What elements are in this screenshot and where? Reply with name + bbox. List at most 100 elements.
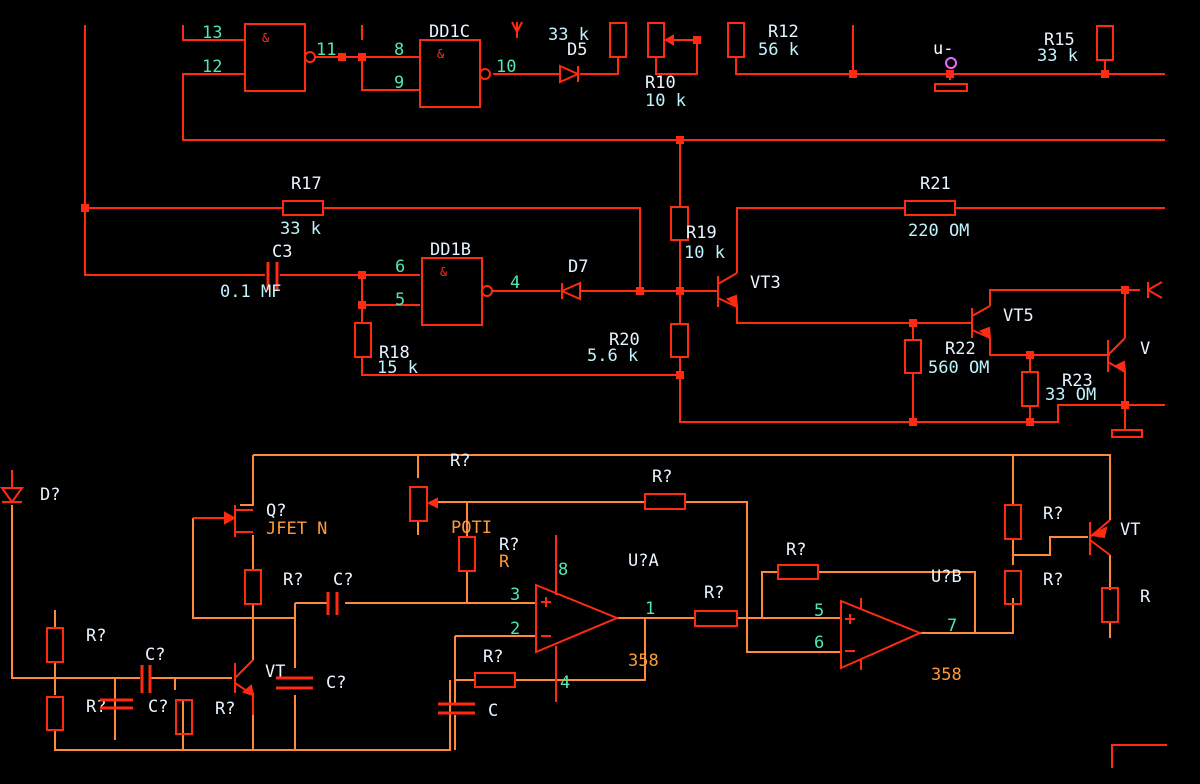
capacitor-vt[interactable] bbox=[276, 676, 313, 690]
resistor-r15[interactable] bbox=[1096, 25, 1114, 61]
q-ref: Q? bbox=[266, 501, 286, 521]
potentiometer-poti[interactable] bbox=[409, 486, 438, 522]
v-ref: V bbox=[1140, 339, 1150, 359]
poti-ref: R? bbox=[450, 451, 470, 471]
pin-6: 6 bbox=[395, 257, 405, 277]
diode-d5[interactable] bbox=[559, 64, 581, 84]
nand-gate-dd1b[interactable]: & bbox=[421, 257, 493, 326]
capacitor-neg-feedback[interactable] bbox=[438, 702, 475, 715]
r18-ref: R18 bbox=[379, 343, 410, 363]
transistor-vt5[interactable] bbox=[971, 305, 992, 341]
resistor-divider-top[interactable] bbox=[1004, 504, 1022, 540]
transistor-v-partial[interactable] bbox=[1107, 337, 1143, 438]
resistor-left-bottom[interactable] bbox=[46, 696, 64, 731]
resistor-neg-feedback[interactable] bbox=[474, 672, 516, 688]
r-feedback-ref: R? bbox=[652, 467, 672, 487]
transistor-vt-out[interactable] bbox=[1088, 519, 1111, 556]
pin-5: 5 bbox=[395, 290, 405, 310]
r12-value: 56 k bbox=[758, 40, 799, 60]
resistor-base[interactable] bbox=[175, 699, 193, 735]
r22-ref: R22 bbox=[945, 339, 976, 359]
pin-7-ub: 7 bbox=[947, 616, 957, 636]
resistor-r20[interactable] bbox=[670, 323, 689, 358]
c-input2-ref: C? bbox=[148, 697, 168, 717]
nand-gate-1[interactable]: & bbox=[244, 23, 316, 92]
r-div-bot-ref: R? bbox=[1043, 570, 1063, 590]
nand-gate-dd1c[interactable]: & bbox=[419, 39, 491, 108]
ub-part: 358 bbox=[931, 665, 962, 685]
capacitor-c3[interactable] bbox=[266, 262, 279, 290]
ground-arrow-icon bbox=[511, 21, 523, 38]
resistor-out-a[interactable] bbox=[694, 610, 738, 627]
pin-4: 4 bbox=[510, 273, 520, 293]
diode-d7[interactable] bbox=[559, 281, 581, 301]
c-neg-fb-ref: C bbox=[488, 701, 498, 721]
r-out-a-ref: R? bbox=[704, 583, 724, 603]
pin-6-ub: 6 bbox=[814, 633, 824, 653]
resistor-33k[interactable] bbox=[609, 22, 627, 58]
resistor-emitter[interactable] bbox=[1101, 587, 1119, 623]
resistor-poti-series[interactable] bbox=[458, 536, 476, 572]
vt3-ref: VT3 bbox=[750, 273, 781, 293]
c-vt-ref: C? bbox=[326, 673, 346, 693]
r20-value: 5.6 k bbox=[587, 346, 638, 366]
r-fb-b-ref: R? bbox=[786, 540, 806, 560]
r-poti-series-ref: R? bbox=[499, 535, 519, 555]
transistor-vt3[interactable] bbox=[717, 272, 739, 310]
resistor-r22[interactable] bbox=[904, 339, 922, 374]
opamp-ua[interactable] bbox=[535, 535, 620, 702]
r21-ref: R21 bbox=[920, 174, 951, 194]
pin-1: 1 bbox=[645, 599, 655, 619]
pin-10: 10 bbox=[496, 57, 516, 77]
resistor-r12[interactable] bbox=[727, 22, 745, 58]
r19-ref: R19 bbox=[686, 223, 717, 243]
pin-4-ua: 4 bbox=[560, 673, 570, 693]
resistor-divider-bottom[interactable] bbox=[1004, 570, 1022, 605]
r12-ref: R12 bbox=[768, 22, 799, 42]
dd1b-and-symbol: & bbox=[440, 265, 448, 279]
r-base-ref: R? bbox=[215, 699, 235, 719]
dd1c-ref: DD1C bbox=[429, 22, 470, 42]
resistor-r21[interactable] bbox=[904, 200, 956, 216]
capacitor-coupling[interactable] bbox=[326, 592, 339, 615]
pin-8-ua: 8 bbox=[558, 560, 568, 580]
jfet-q[interactable] bbox=[193, 505, 253, 537]
bottom-wires bbox=[11, 454, 1111, 751]
pin-3: 3 bbox=[510, 585, 520, 605]
resistor-jfet-source[interactable] bbox=[244, 569, 262, 605]
transistor-vt-amp[interactable] bbox=[234, 659, 255, 715]
u-minus-label: u- bbox=[933, 39, 953, 59]
resistor-left-top[interactable] bbox=[46, 627, 64, 663]
resistor-r18[interactable] bbox=[354, 322, 372, 358]
r15-value: 33 k bbox=[1037, 46, 1078, 66]
capacitor-input[interactable] bbox=[140, 665, 152, 693]
resistor-r23[interactable] bbox=[1021, 371, 1039, 407]
r19-value: 10 k bbox=[684, 243, 725, 263]
resistor-r17[interactable] bbox=[282, 200, 324, 216]
c-input-ref: C? bbox=[145, 645, 165, 665]
terminal-u-minus[interactable] bbox=[934, 57, 968, 92]
resistor-r19[interactable] bbox=[670, 206, 689, 241]
diode-d-unknown[interactable] bbox=[0, 470, 24, 504]
c3-ref: C3 bbox=[272, 242, 292, 262]
c-coupling-ref: C? bbox=[333, 570, 353, 590]
r-div-top-ref: R? bbox=[1043, 504, 1063, 524]
partial-transistor-icon bbox=[1147, 281, 1163, 299]
ua-ref: U?A bbox=[628, 551, 659, 571]
pin-9: 9 bbox=[394, 73, 404, 93]
partial-wire-corner bbox=[1111, 744, 1167, 768]
dd1b-ref: DD1B bbox=[430, 240, 471, 260]
opamp-ub[interactable] bbox=[840, 598, 923, 670]
pin-11: 11 bbox=[316, 40, 336, 60]
pin-13: 13 bbox=[202, 23, 222, 43]
capacitor-input-2[interactable] bbox=[100, 698, 133, 710]
resistor-feedback[interactable] bbox=[644, 493, 686, 510]
r-left-bottom-ref: R? bbox=[86, 697, 106, 717]
r17-value: 33 k bbox=[280, 219, 321, 239]
potentiometer-r10[interactable] bbox=[647, 22, 674, 58]
gate1-and-symbol: & bbox=[262, 31, 270, 45]
r-jfet-source-ref: R? bbox=[283, 570, 303, 590]
resistor-fb-b[interactable] bbox=[777, 564, 819, 580]
